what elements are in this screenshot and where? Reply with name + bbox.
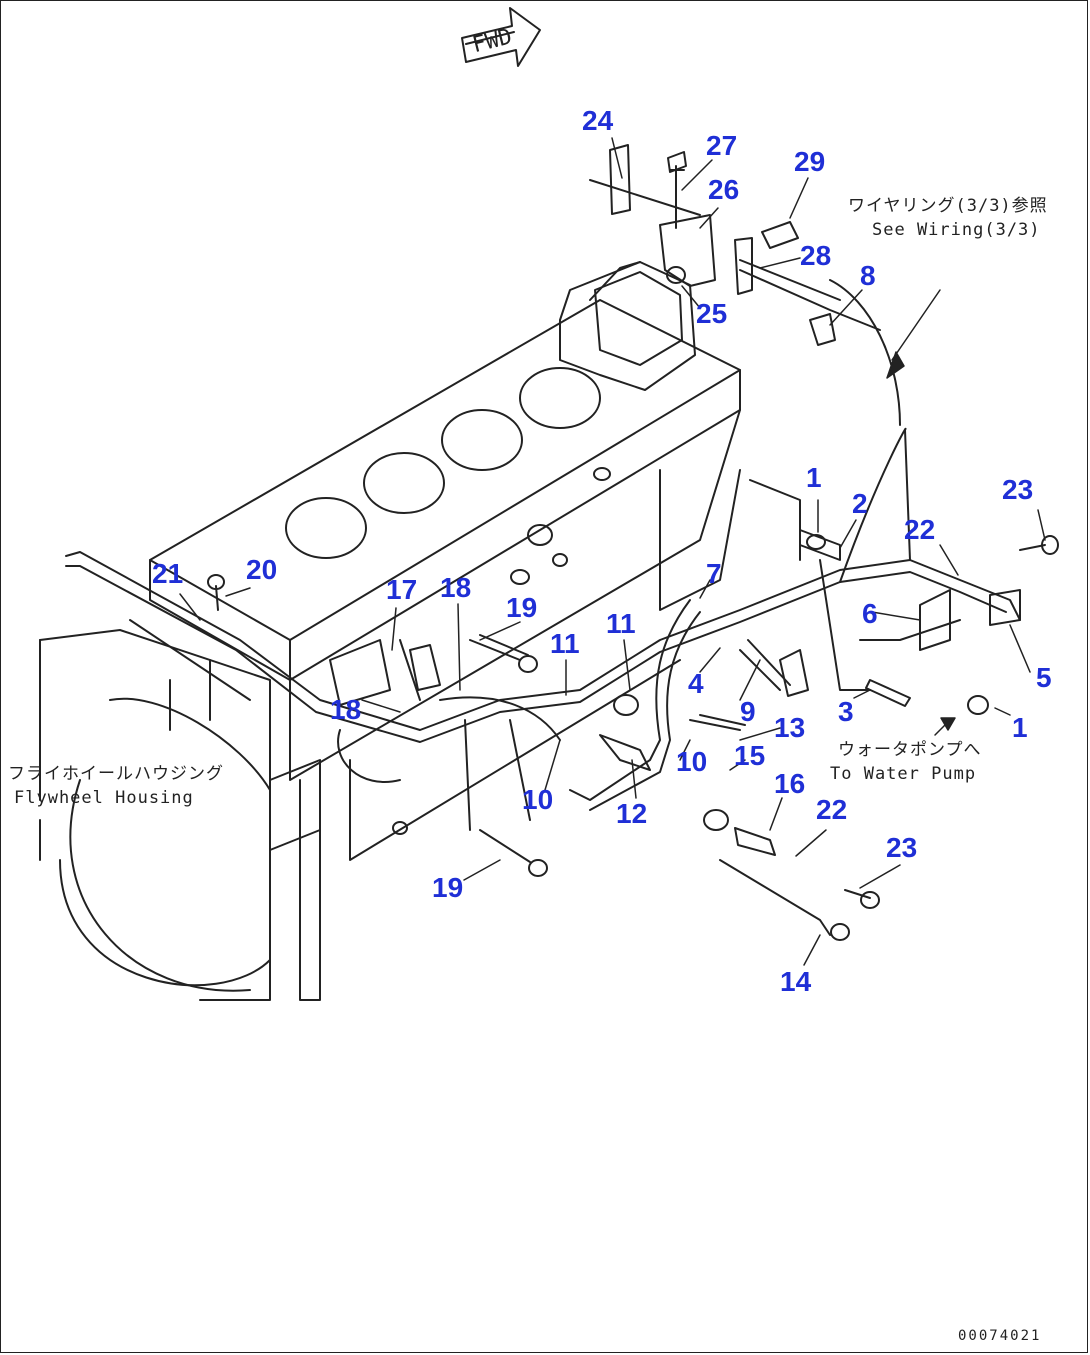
callout-20: 20 — [246, 554, 278, 585]
callout-19-bottom: 19 — [432, 872, 464, 903]
callout-7: 7 — [706, 558, 722, 589]
callout-21: 21 — [152, 558, 184, 589]
wiring-harness — [65, 259, 1021, 811]
callout-10-right: 10 — [676, 746, 708, 777]
callout-11-left: 11 — [550, 628, 580, 659]
callout-15: 15 — [734, 740, 766, 771]
callout-25: 25 — [696, 298, 728, 329]
callout-11-right: 11 — [606, 608, 636, 639]
callout-1-top: 1 — [806, 462, 822, 493]
callout-17: 17 — [386, 574, 418, 605]
callout-9: 9 — [740, 696, 756, 727]
callout-8: 8 — [860, 260, 876, 291]
flywheel-housing-note-en: Flywheel Housing — [14, 788, 194, 808]
callout-14: 14 — [780, 966, 812, 997]
callout-18-bottom: 18 — [330, 694, 362, 725]
valve-cover — [559, 261, 696, 391]
wiring-reference-en: See Wiring(3/3) — [872, 220, 1041, 240]
callout-18-top: 18 — [440, 572, 472, 603]
callout-29: 29 — [794, 146, 826, 177]
callout-16: 16 — [774, 768, 806, 799]
callout-1-bottom: 1 — [1012, 712, 1028, 743]
forward-arrow-icon — [461, 7, 541, 67]
callout-3: 3 — [838, 696, 854, 727]
callout-22-bottom: 22 — [816, 794, 848, 825]
callout-5: 5 — [1036, 662, 1052, 693]
callout-27: 27 — [706, 130, 738, 161]
callout-23-bottom: 23 — [886, 832, 918, 863]
clamps-and-brackets — [207, 144, 1059, 941]
water-pump-note-jp: ウォータポンプへ — [838, 740, 982, 760]
callout-12: 12 — [616, 798, 648, 829]
callout-19-top: 19 — [506, 592, 538, 623]
wiring-reference-jp: ワイヤリング(3/3)参照 — [848, 196, 1048, 216]
callout-6: 6 — [862, 598, 878, 629]
callout-26: 26 — [708, 174, 740, 205]
water-pump-note-en: To Water Pump — [830, 764, 977, 784]
callout-2: 2 — [852, 488, 868, 519]
callout-13: 13 — [774, 712, 806, 743]
callout-23-top: 23 — [1002, 474, 1034, 505]
flywheel-housing-note-jp: フライホイールハウジング — [8, 764, 224, 784]
figure-code: 00074021 — [958, 1328, 1042, 1344]
callout-10-left: 10 — [522, 784, 554, 815]
callout-24: 24 — [582, 105, 614, 136]
callout-28: 28 — [800, 240, 832, 271]
callout-4: 4 — [688, 668, 704, 699]
engine-block — [149, 299, 741, 1001]
callout-22-top: 22 — [904, 514, 936, 545]
flywheel-housing — [39, 619, 321, 1001]
leader-lines — [179, 137, 1046, 966]
